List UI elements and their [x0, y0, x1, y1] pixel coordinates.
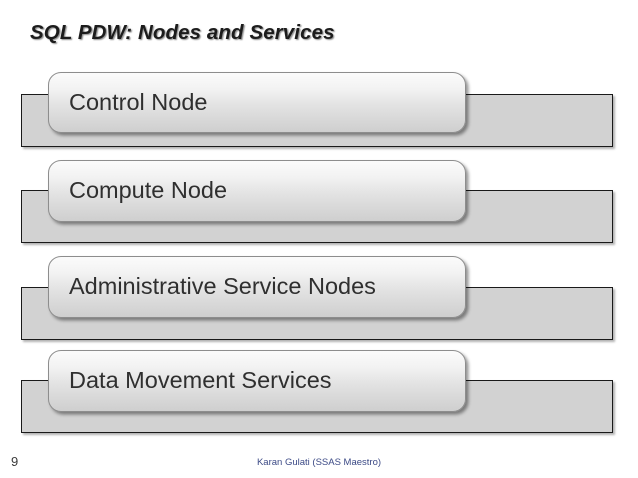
- node-box-administrative-service-nodes[interactable]: Administrative Service Nodes: [48, 256, 466, 318]
- node-box-data-movement-services[interactable]: Data Movement Services: [48, 350, 466, 412]
- node-box-label: Administrative Service Nodes: [69, 273, 376, 300]
- slide-title: SQL PDW: Nodes and Services: [30, 21, 335, 44]
- footer-credit: Karan Gulati (SSAS Maestro): [256, 457, 382, 468]
- page-number: 9: [11, 454, 19, 469]
- node-box-label: Control Node: [69, 88, 208, 115]
- node-box-control-node[interactable]: Control Node: [48, 72, 466, 133]
- node-box-label: Compute Node: [69, 177, 228, 204]
- node-box-compute-node[interactable]: Compute Node: [48, 160, 466, 222]
- node-box-label: Data Movement Services: [69, 367, 332, 394]
